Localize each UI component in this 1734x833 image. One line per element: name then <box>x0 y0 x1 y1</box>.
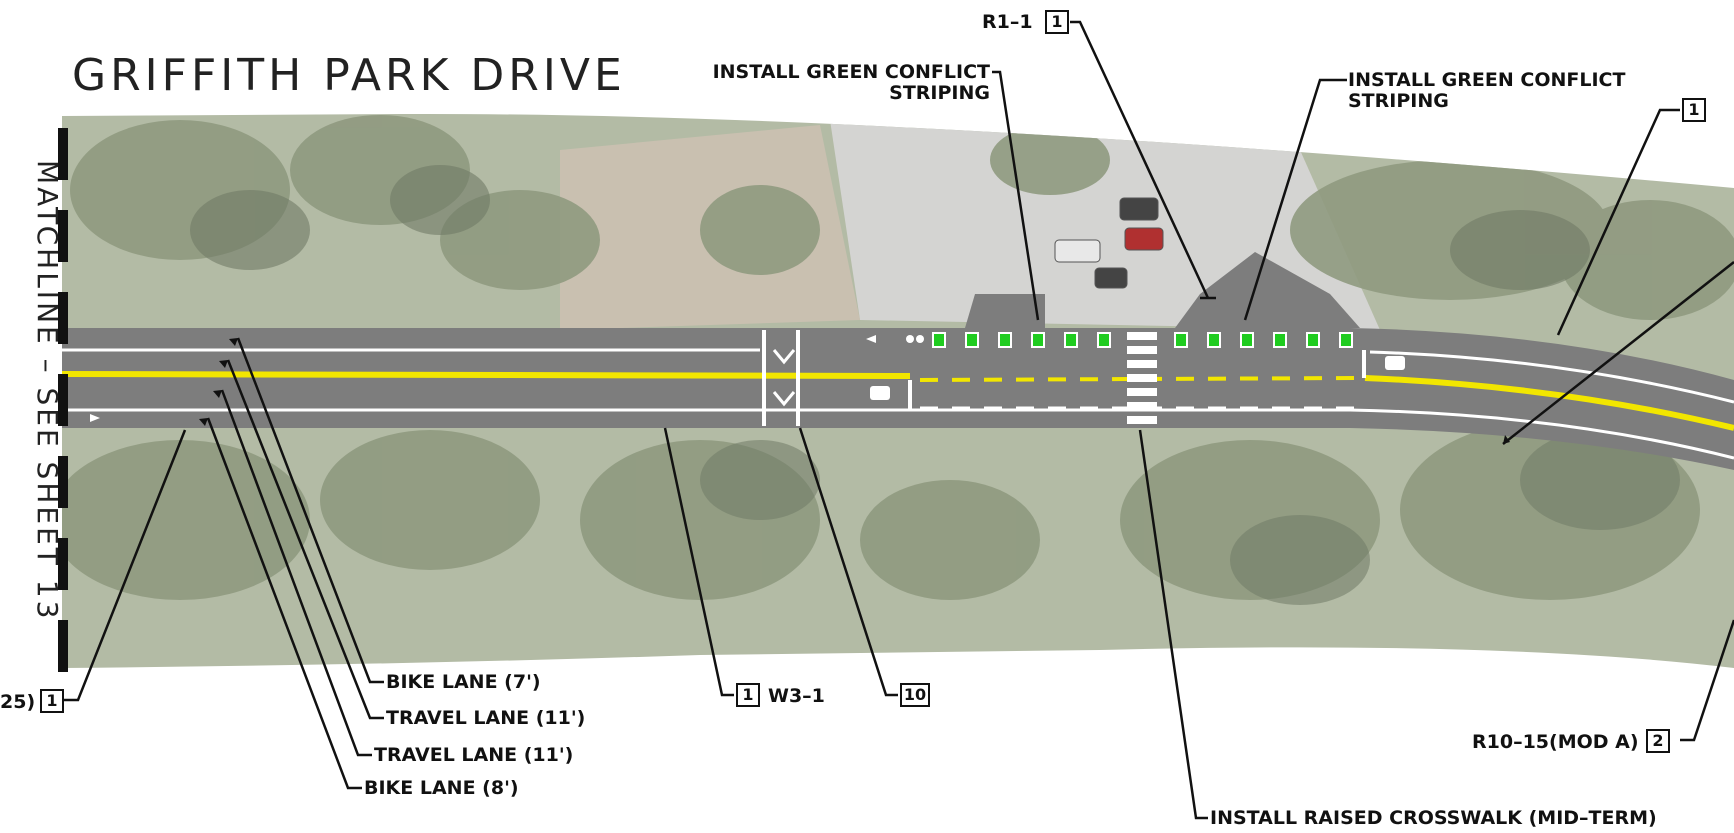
callout-left-partial-label: 25) <box>0 691 36 713</box>
callout-box-10: 10 <box>900 683 930 707</box>
parked-cars <box>1054 197 1164 289</box>
lane-label-travel-11-a: TRAVEL LANE (11') <box>386 707 586 729</box>
roadway <box>61 252 1734 470</box>
matchline-marker <box>58 128 68 672</box>
callout-right-box-1: 1 <box>1682 98 1706 122</box>
green-conflict-striping <box>932 332 1353 348</box>
lane-label-bike-8: BIKE LANE (8') <box>364 777 519 799</box>
centerline-dashed <box>919 376 1361 382</box>
callout-r10-15-box: 2 <box>1646 729 1670 753</box>
matchline-label: MATCHLINE – SEE SHEET 13 <box>31 160 64 622</box>
centerline-solid <box>61 371 911 379</box>
callout-r1-1-label: R1–1 <box>982 11 1033 33</box>
yield-markings <box>772 349 796 407</box>
street-name-title: GRIFFITH PARK DRIVE <box>72 50 626 101</box>
callout-green-striping-right: INSTALL GREEN CONFLICT STRIPING <box>1348 69 1626 112</box>
tree-shadows-bottom <box>700 430 1680 605</box>
callout-left-partial-box: 1 <box>40 689 64 713</box>
callout-r1-1-box: 1 <box>1045 10 1069 34</box>
lane-label-bike-7: BIKE LANE (7') <box>386 671 541 693</box>
leader-lines <box>62 20 1734 820</box>
callout-green-striping-left: INSTALL GREEN CONFLICT STRIPING <box>712 61 990 104</box>
pavement-symbols <box>90 335 1405 422</box>
callout-raised-crosswalk: INSTALL RAISED CROSSWALK (MID–TERM) <box>1210 807 1657 829</box>
lane-label-travel-11-b: TRAVEL LANE (11') <box>374 744 574 766</box>
callout-w3-1-label: W3–1 <box>768 685 825 707</box>
raised-crosswalk <box>1127 332 1157 424</box>
callout-r10-15-label: R10–15(MOD A) <box>1472 731 1639 753</box>
tree-shadows-top <box>190 165 1590 290</box>
callout-w3-1-box: 1 <box>736 683 760 707</box>
centerline-solid-east <box>1364 375 1734 431</box>
leader-arrowheads <box>199 338 1510 444</box>
